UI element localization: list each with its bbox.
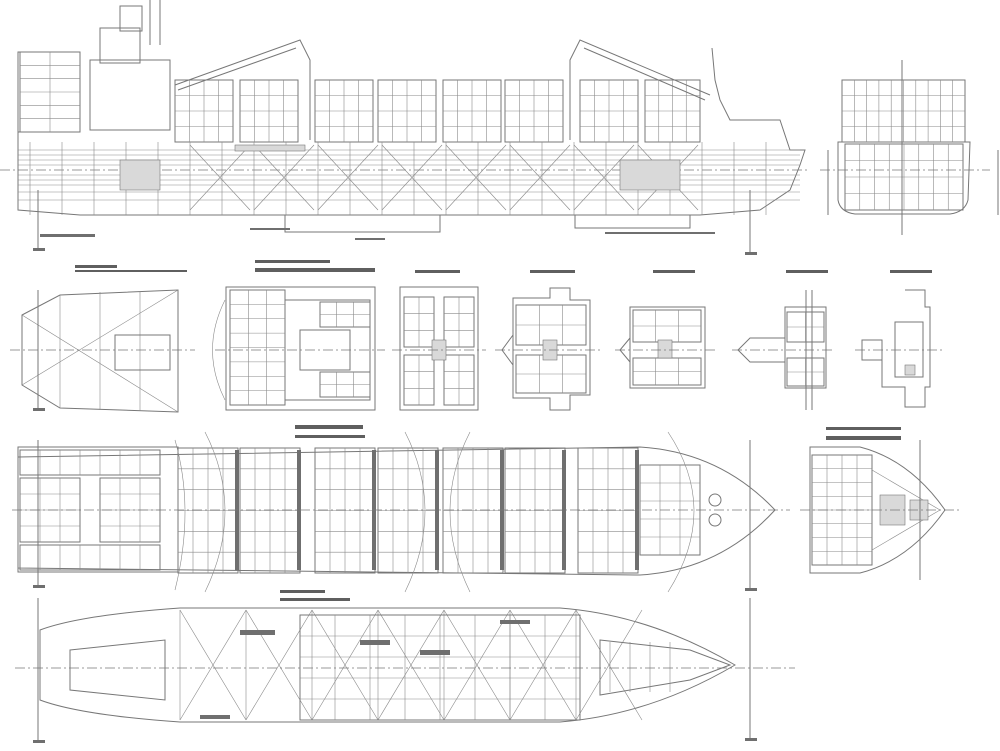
midship-section	[820, 60, 999, 235]
upper-deck-plan	[12, 425, 790, 593]
deck-plan-7	[855, 270, 945, 408]
deck-plan-6	[732, 270, 835, 410]
deck-plan-1	[10, 265, 195, 413]
deck-plan-2	[212, 260, 385, 411]
deck-plan-4	[495, 270, 600, 411]
deck-plan-3	[392, 270, 486, 411]
deck-plans-row	[10, 260, 945, 413]
profile-view	[0, 0, 810, 255]
forecastle-deck-plan	[800, 427, 960, 580]
double-bottom-plan	[15, 590, 795, 743]
deck-plan-5	[615, 270, 715, 389]
